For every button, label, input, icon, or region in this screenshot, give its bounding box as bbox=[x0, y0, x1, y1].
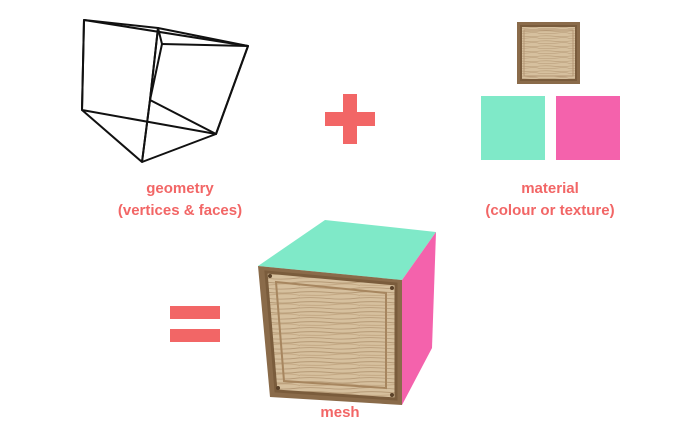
pink-colour-swatch bbox=[556, 96, 620, 160]
wireframe-cube-icon bbox=[81, 19, 249, 163]
mesh-top-face bbox=[258, 220, 436, 280]
textured-cube-mesh bbox=[258, 220, 436, 405]
material-title: material bbox=[521, 180, 579, 197]
geometry-title: geometry bbox=[146, 180, 214, 197]
plus-sign-icon bbox=[325, 94, 375, 144]
mesh-label: mesh bbox=[290, 402, 390, 424]
wood-texture-swatch bbox=[517, 22, 580, 84]
mint-colour-swatch bbox=[481, 96, 545, 160]
geometry-subtitle: (vertices & faces) bbox=[117, 202, 243, 219]
equals-sign-icon bbox=[170, 306, 220, 342]
material-label: material (colour or texture) bbox=[450, 178, 650, 222]
geometry-label: geometry (vertices & faces) bbox=[80, 178, 280, 222]
mesh-title: mesh bbox=[320, 404, 360, 421]
material-subtitle: (colour or texture) bbox=[485, 202, 615, 219]
mesh-right-face bbox=[402, 232, 436, 405]
